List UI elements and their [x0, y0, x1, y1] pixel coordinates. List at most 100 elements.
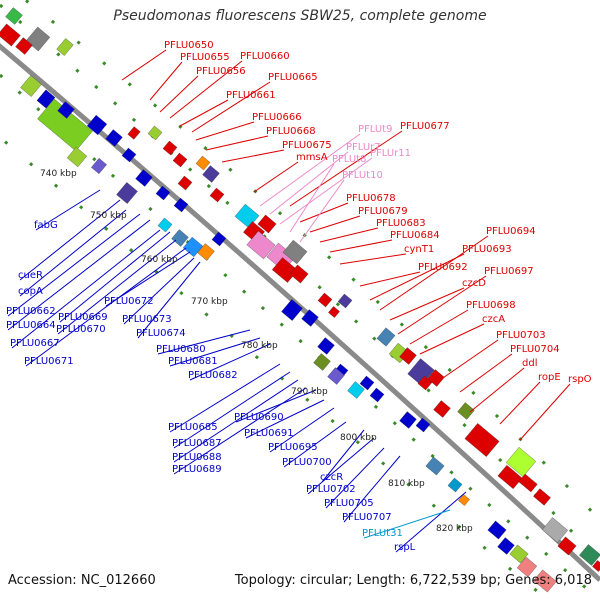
gene-feature	[177, 175, 193, 191]
gene-feature	[516, 556, 538, 578]
reverse-gene-leader	[35, 189, 101, 231]
forward-gene-leader	[179, 99, 229, 127]
reverse-gene-leader	[7, 219, 151, 331]
reverse-gene-leader	[325, 447, 385, 509]
forward-gene-leader	[369, 253, 465, 301]
forward-gene-label: PFLU0679	[358, 206, 408, 217]
reverse-gene-label: PFLU0669	[58, 312, 108, 323]
reverse-gene-leader	[235, 389, 317, 423]
gene-feature	[157, 217, 173, 233]
reverse-gene-leader	[105, 251, 191, 307]
forward-gene-label: PFLU0665	[268, 72, 318, 83]
gene-feature	[135, 169, 153, 187]
kbp-label: 800 kbp	[340, 433, 377, 443]
rna-gene-leader	[299, 179, 345, 243]
gene-feature	[376, 327, 396, 347]
reverse-gene-label: PFLU0707	[342, 512, 392, 523]
kbp-label: 790 kbp	[291, 387, 328, 397]
reverse-gene-label: PFLU0674	[136, 328, 186, 339]
forward-gene-label: PFLU0697	[484, 266, 534, 277]
gene-feature	[257, 214, 277, 234]
gene-feature	[425, 456, 445, 476]
gene-feature	[359, 375, 375, 391]
reverse-gene-leader	[169, 363, 281, 433]
forward-gene-leader	[169, 60, 243, 119]
gene-feature	[0, 23, 21, 47]
reverse-gene-label: PFLU0664	[6, 320, 56, 331]
forward-gene-label: PFLU0694	[486, 226, 536, 237]
rna-gene-label: PFLUr7	[346, 142, 381, 153]
gene-feature	[433, 400, 451, 418]
reverse-gene-label: PFLU0670	[56, 324, 106, 335]
forward-gene-label: PFLU0660	[240, 51, 290, 62]
gene-feature	[317, 337, 335, 355]
gene-feature	[579, 544, 600, 566]
gene-feature	[162, 140, 178, 156]
reverse-gene-leader	[59, 231, 171, 323]
reverse-gene-leader	[307, 437, 375, 495]
kbp-label: 820 kbp	[436, 524, 473, 534]
forward-gene-leader	[121, 49, 167, 81]
reverse-gene-label: PFLU0690	[234, 412, 284, 423]
forward-gene-leader	[409, 309, 469, 345]
gene-feature	[147, 125, 163, 141]
reverse-gene-leader	[269, 407, 335, 453]
gene-feature	[171, 229, 189, 247]
gene-feature	[127, 126, 141, 140]
reverse-gene-leader	[19, 209, 127, 297]
gene-feature	[197, 243, 215, 261]
gene-feature	[36, 89, 56, 109]
gene-feature	[592, 560, 600, 572]
genome-info-label: Topology: circular; Length: 6,722,539 bp…	[234, 573, 592, 588]
forward-gene-leader	[149, 61, 183, 101]
reverse-gene-label: PFLU0673	[122, 314, 172, 325]
reverse-gene-leader	[123, 257, 195, 325]
kbp-label: 770 kbp	[191, 297, 228, 307]
gene-feature	[20, 75, 42, 97]
forward-gene-leader	[499, 381, 541, 425]
reverse-gene-label: PFLU0691	[244, 428, 294, 439]
forward-gene-leader	[319, 227, 379, 243]
gene-feature	[407, 358, 435, 386]
gene-feature	[172, 152, 188, 168]
reverse-gene-label: PFLU0705	[324, 498, 374, 509]
forward-gene-label: PFLU0698	[466, 300, 516, 311]
kbp-label: 780 kbp	[241, 341, 278, 351]
forward-gene-leader	[379, 235, 489, 311]
forward-gene-leader	[289, 130, 403, 207]
forward-gene-leader	[419, 323, 485, 355]
gene-feature	[518, 473, 538, 493]
reverse-gene-leader	[19, 199, 121, 281]
gene-feature	[447, 477, 463, 493]
forward-gene-label: PFLU0693	[462, 244, 512, 255]
gene-feature	[313, 353, 331, 371]
forward-gene-label: PFLU0684	[390, 230, 440, 241]
forward-gene-leader	[299, 202, 349, 223]
forward-gene-label: PFLU0683	[376, 218, 426, 229]
forward-gene-label: PFLU0677	[400, 121, 450, 132]
accession-label: Accession: NC_012660	[8, 573, 156, 588]
reverse-gene-label: PFLU0671	[24, 356, 74, 367]
rna-gene-leader	[259, 133, 361, 207]
rna-gene-label: PFLUt9	[358, 124, 392, 135]
forward-gene-leader	[191, 81, 271, 133]
trna-gene-label: PFLUt31	[362, 528, 403, 539]
gene-feature	[281, 299, 303, 321]
reverse-gene-leader	[25, 247, 187, 367]
gene-feature	[399, 411, 417, 429]
reverse-gene-leader	[283, 421, 347, 468]
forward-gene-label: PFLU0692	[418, 262, 468, 273]
gene-feature	[458, 494, 470, 506]
reverse-gene-leader	[7, 213, 141, 317]
forward-gene-leader	[329, 239, 393, 253]
trna-gene-leader	[363, 509, 451, 539]
gene-feature	[464, 423, 500, 457]
reverse-gene-label: fabG	[34, 220, 58, 231]
forward-gene-label: czcA	[482, 314, 505, 325]
reverse-gene-label: PFLU0702	[306, 484, 356, 495]
reverse-gene-label: PFLU0682	[188, 370, 238, 381]
reverse-gene-leader	[189, 343, 271, 381]
gene-feature	[173, 197, 189, 213]
gene-feature	[5, 7, 23, 25]
